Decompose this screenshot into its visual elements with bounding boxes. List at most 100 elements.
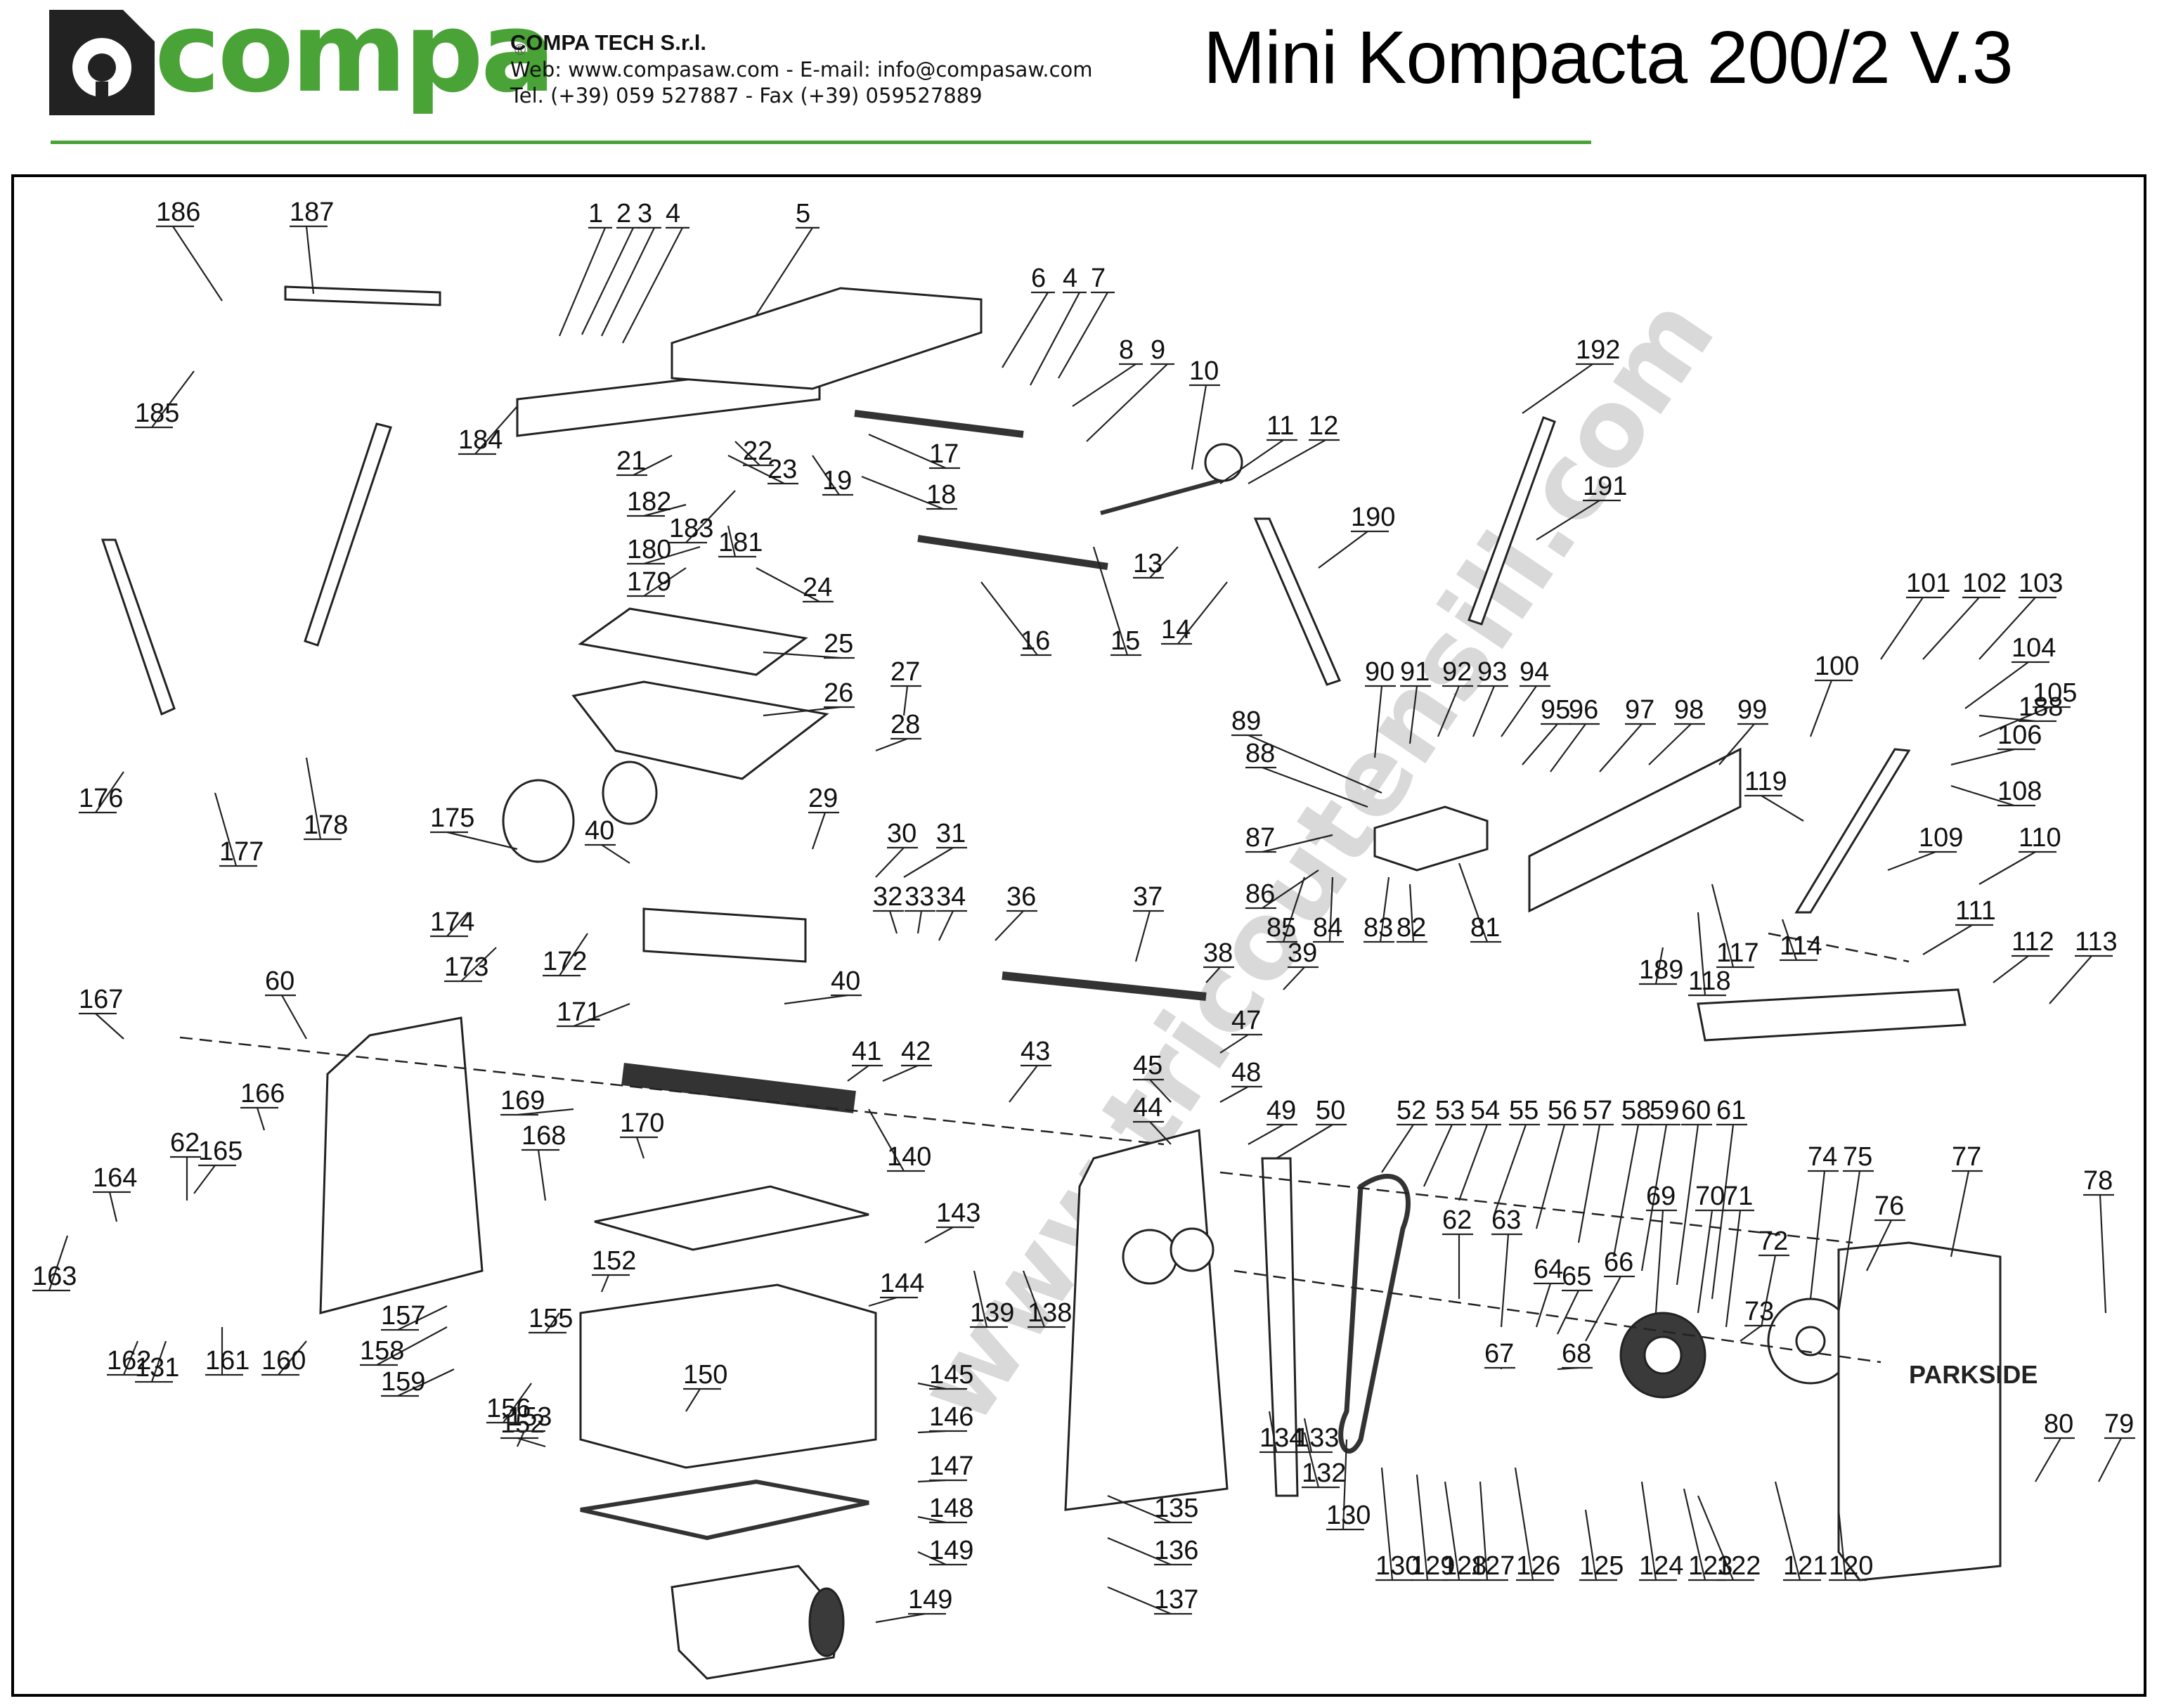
part-number-label: 82 (1397, 913, 1426, 943)
logo-mark-icon (49, 10, 155, 115)
part-number-label: 71 (1723, 1182, 1753, 1211)
part-number-label: 104 (2012, 633, 2056, 663)
pulley-right-frame (1122, 1229, 1178, 1285)
leader-line (1809, 1170, 1826, 1300)
leader-line (193, 1165, 216, 1194)
strut-190 (1468, 416, 1556, 626)
leader-line (1373, 685, 1383, 758)
part-number-label: 98 (1674, 695, 1704, 725)
part-number-label: 96 (1569, 695, 1598, 725)
leader-line (1760, 1255, 1777, 1328)
part-number-label: 179 (627, 567, 671, 597)
leader-line (1654, 1210, 1664, 1314)
leader-line (1149, 1079, 1172, 1103)
diagram-frame (11, 174, 2146, 1697)
part-number-label: 54 (1470, 1096, 1500, 1125)
leader-line (1262, 834, 1333, 853)
part-number-label: 171 (557, 997, 601, 1027)
part-number-label: 136 (1154, 1536, 1198, 1565)
part-number-label: 40 (585, 816, 614, 846)
assembly-line-1 (179, 1036, 1165, 1146)
leader-line (882, 1064, 919, 1082)
part-number-label: 19 (822, 466, 852, 496)
part-number-label: 130 (1375, 1551, 1420, 1581)
part-number-label: 38 (1203, 938, 1233, 968)
leader-line (1950, 784, 2015, 807)
guard-81 (1373, 806, 1489, 872)
part-number-label: 168 (522, 1121, 566, 1151)
leader-line (1640, 1124, 1668, 1272)
leader-line (1585, 1276, 1621, 1342)
leader-line (1774, 1481, 1801, 1581)
leader-line (1740, 1325, 1762, 1342)
leader-line (995, 910, 1024, 941)
part-number-label: 113 (2075, 927, 2118, 957)
leader-line (1030, 292, 1080, 386)
part-number-label: 140 (887, 1142, 931, 1172)
leader-line (1149, 1121, 1172, 1145)
leader-line (1584, 1509, 1598, 1581)
part-number-label: 13 (1133, 549, 1162, 578)
part-number-label: 30 (887, 819, 916, 848)
leader-line (95, 771, 124, 813)
leader-line (1557, 1290, 1579, 1335)
leader-line (1262, 869, 1319, 909)
leader-line (1648, 723, 1692, 765)
part-number-label: 61 (1716, 1096, 1746, 1125)
part-number-label: 130 (1326, 1501, 1371, 1530)
leader-line (1205, 966, 1221, 983)
part-number-label: 66 (1604, 1248, 1633, 1277)
part-number-label: 150 (683, 1360, 727, 1390)
part-number-label: 172 (543, 947, 587, 976)
part-number-label: 169 (500, 1086, 545, 1115)
part-number-label: 175 (430, 803, 474, 833)
leader-line (517, 1108, 574, 1116)
leader-line (917, 1515, 947, 1524)
knob-10 (1204, 443, 1243, 482)
part-number-label: 68 (1562, 1339, 1591, 1369)
leader-line (643, 567, 687, 597)
part-number-label: 28 (890, 710, 920, 739)
part-number-label: 39 (1288, 938, 1317, 968)
leader-line (875, 847, 905, 878)
part-number-label: 65 (1562, 1262, 1591, 1291)
leader-line (763, 651, 841, 659)
part-number-label: 36 (1006, 882, 1036, 912)
leader-line (1697, 912, 1706, 996)
leader-line (1416, 1474, 1429, 1581)
part-number-label: 86 (1245, 879, 1275, 909)
leader-line (1303, 1418, 1313, 1453)
strut-right (304, 422, 392, 647)
leader-line (1978, 714, 2036, 723)
part-number-label: 60 (1681, 1096, 1711, 1125)
part-number-label: 170 (620, 1108, 664, 1138)
part-number-label: 101 (1906, 569, 1950, 598)
part-number-label: 191 (1583, 472, 1627, 501)
leader-line (1479, 1481, 1489, 1581)
leader-line (635, 1137, 645, 1159)
leader-line (1922, 924, 1973, 955)
part-number-label: 94 (1520, 657, 1549, 687)
leader-line (916, 910, 923, 934)
leader-line (172, 226, 223, 302)
leader-line (811, 812, 827, 850)
part-number-label: 176 (79, 784, 123, 813)
leader-line (1640, 1481, 1657, 1581)
part-number-label: 152 (592, 1246, 636, 1276)
leader-line (1379, 876, 1390, 943)
part-number-label: 73 (1744, 1297, 1774, 1326)
leader-line (903, 847, 954, 878)
part-number-label: 111 (1955, 896, 1996, 926)
part-number-label: 160 (261, 1346, 306, 1376)
part-number-label: 26 (824, 678, 853, 708)
leader-line (151, 370, 195, 428)
leader-line (784, 994, 848, 1005)
part-number-label: 89 (1231, 706, 1261, 736)
leader-line (1408, 884, 1415, 943)
shaft-17 (854, 410, 1024, 438)
page-header: compa ® COMPA TECH S.r.l. Web: www.compa… (0, 0, 2157, 151)
part-number-label: 128 (1442, 1551, 1486, 1581)
part-number-label: 49 (1267, 1096, 1296, 1125)
leader-line (1993, 955, 2029, 983)
